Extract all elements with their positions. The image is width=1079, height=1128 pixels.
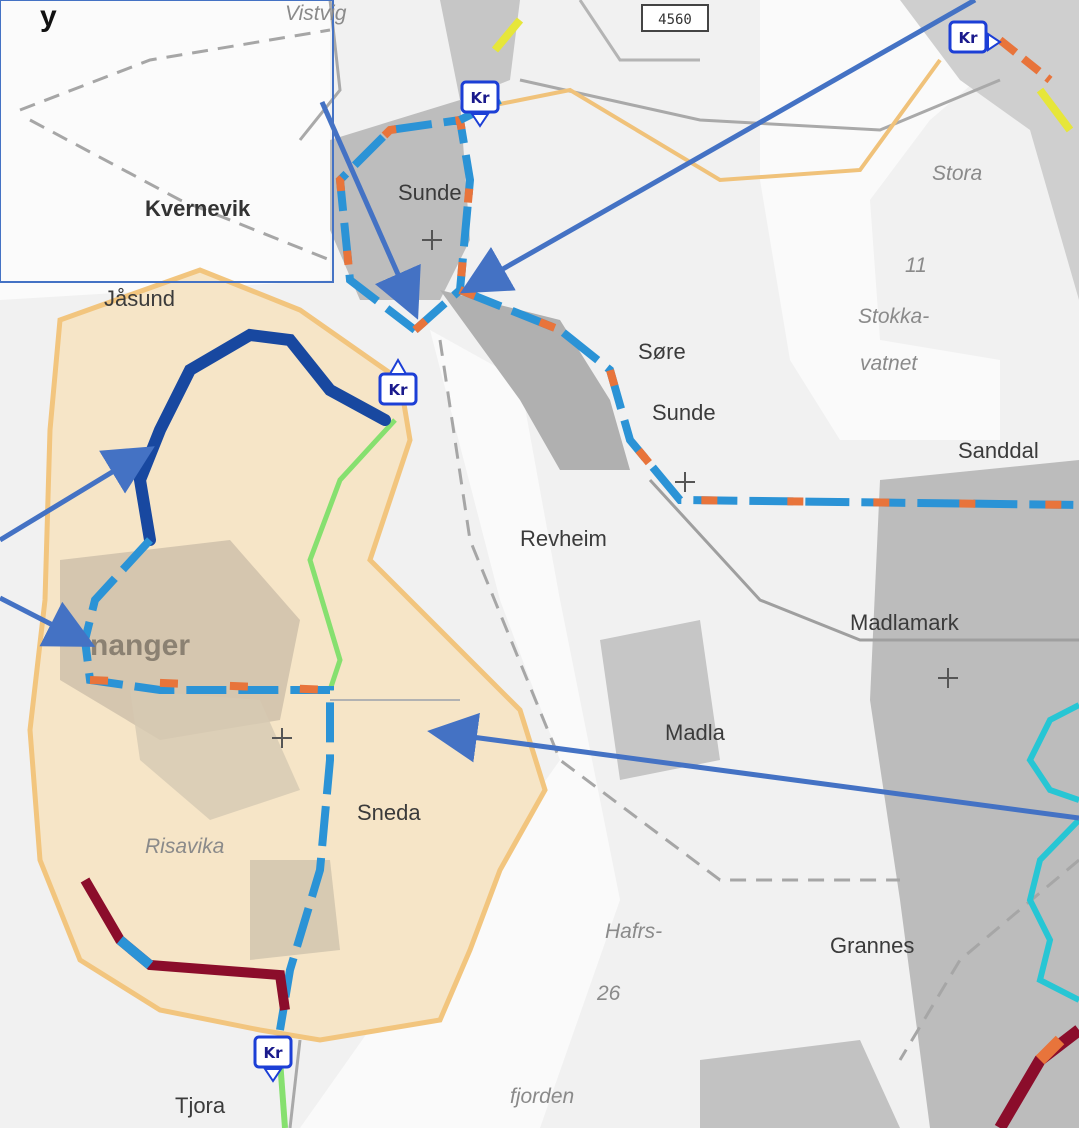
sea-area-hafrsfjord — [300, 330, 620, 1128]
road-shield-4560: 4560 — [641, 4, 709, 32]
route-green — [307, 418, 397, 691]
caption-fragment: y — [40, 0, 57, 33]
label-vistvig: Vistvig — [285, 2, 347, 25]
label-sunde: Sunde — [398, 180, 462, 205]
built-area-madlamark — [870, 460, 1079, 1128]
built-area-south — [700, 1040, 900, 1128]
cross-markers — [272, 230, 958, 748]
label-sneda: Sneda — [357, 800, 421, 825]
label-stokkavatnet-2: vatnet — [860, 352, 918, 375]
label-tananger: nanger — [90, 629, 190, 662]
road-yellow-north — [491, 17, 524, 53]
label-risavika: Risavika — [145, 835, 224, 858]
route-cyan-2 — [1026, 817, 1079, 1003]
land-risavika — [130, 690, 300, 820]
built-area-madla — [600, 620, 720, 780]
kr-stop-jasund[interactable]: Kr — [378, 357, 418, 406]
label-stora: Stora — [932, 162, 982, 185]
route-dashed-east-orange — [458, 286, 1079, 509]
kr-stop-tjora[interactable]: Kr — [253, 1035, 293, 1083]
built-area-north — [440, 0, 520, 100]
kr-stop-jasund-label: Kr — [388, 381, 408, 399]
label-sore-sunde: Sunde — [652, 400, 716, 425]
built-area-sunde-south — [440, 290, 630, 470]
arrow-to-sneda-area — [427, 712, 1079, 821]
arrow-to-tananger-route — [0, 595, 96, 647]
kr-stop-tjora-label: Kr — [263, 1044, 283, 1062]
arrow-to-dark-blue-route — [0, 446, 155, 543]
kr-stop-northeast[interactable]: Kr — [948, 20, 1002, 54]
label-elevation-26: 26 — [596, 982, 621, 1005]
built-area-northeast — [900, 0, 1079, 300]
label-fjorden: fjorden — [510, 1085, 574, 1108]
boundary-1 — [19, 28, 331, 112]
inset-frame — [0, 0, 334, 283]
annotation-arrows — [0, 0, 1079, 821]
route-dark-red-blue-segment — [116, 936, 154, 969]
label-kvernevik: Kvernevik — [145, 196, 251, 221]
label-revheim: Revheim — [520, 526, 607, 551]
route-dark-red-se-orange — [1035, 1035, 1065, 1065]
label-sore: Søre — [638, 339, 686, 364]
lake-stokkavatnet — [760, 0, 1000, 440]
road-2 — [519, 78, 1001, 132]
route-dashed-ne — [997, 36, 1053, 84]
road-shield-label: 4560 — [658, 12, 692, 28]
label-hafrs: Hafrs- — [605, 920, 662, 943]
sea-area-north — [0, 0, 330, 300]
road-yellow-ne — [1036, 87, 1074, 133]
road-highlight-tan — [469, 58, 942, 183]
label-tjora: Tjora — [175, 1093, 226, 1118]
label-elevation-11: 11 — [905, 254, 927, 277]
kr-stop-sunde[interactable]: Kr — [460, 80, 500, 128]
route-cyan-1 — [1026, 702, 1079, 803]
label-madla: Madla — [665, 720, 726, 745]
route-green-south — [277, 1059, 288, 1128]
label-grannes: Grannes — [830, 933, 914, 958]
label-madlamark: Madlamark — [850, 610, 960, 635]
road-3 — [648, 478, 1079, 642]
arrow-from-northeast — [459, 0, 977, 294]
kr-stop-northeast-label: Kr — [958, 29, 978, 47]
boundary-3 — [438, 339, 900, 882]
arrow-to-sunde-junction — [319, 100, 421, 320]
label-jasund: Jåsund — [104, 286, 175, 311]
label-sanddal: Sanddal — [958, 438, 1039, 463]
boundary-2 — [29, 118, 331, 262]
kr-stop-sunde-label: Kr — [470, 89, 490, 107]
label-stokkavatnet-1: Stokka- — [858, 305, 929, 328]
road-5 — [288, 1039, 302, 1128]
road-4 — [578, 0, 700, 62]
